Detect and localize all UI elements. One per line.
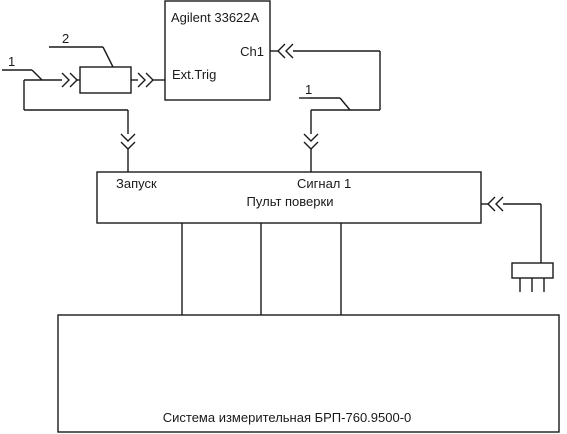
power-connector: [487, 196, 496, 212]
power-connector: [495, 196, 504, 212]
generator-output-label: Ch1: [240, 44, 264, 59]
adapter: 2: [49, 31, 165, 94]
power-plug-body: [511, 262, 554, 279]
generator: Agilent 33622A Ch1 Ext.Trig: [164, 0, 271, 101]
panel-box: [96, 171, 482, 224]
adapter-output-connector: [145, 72, 154, 88]
cable-connector: [277, 43, 286, 59]
generator-box: [164, 0, 271, 101]
cable-right-callout: 1: [305, 82, 312, 97]
power-cable: [481, 196, 554, 292]
adapter-body: [79, 66, 132, 94]
panel-title: Пульт поверки: [247, 194, 334, 209]
cable-connector: [120, 141, 136, 150]
generator-model-label: Agilent 33622A: [171, 10, 260, 25]
calibration-panel: Запуск Сигнал 1 Пульт поверки: [96, 171, 482, 224]
cable-left-callout: 1: [8, 54, 15, 69]
cable-connector: [285, 43, 294, 59]
cable-signal: 1: [270, 43, 381, 172]
adapter-leader-line: [102, 46, 114, 68]
cable-trigger: 1: [2, 54, 136, 172]
adapter-callout: 2: [62, 31, 69, 46]
system-box: [57, 314, 560, 433]
cable-leader-line: [339, 97, 351, 111]
panel-trigger-port-label: Запуск: [116, 176, 157, 191]
cable-connector: [303, 133, 319, 142]
adapter-output-connector: [137, 72, 146, 88]
cable-connector: [120, 133, 136, 142]
system-title: Система измерительная БРП-760.9500-0: [163, 410, 412, 425]
cable-connector: [303, 141, 319, 150]
generator-trigger-label: Ext.Trig: [172, 67, 216, 82]
measuring-system: Система измерительная БРП-760.9500-0: [57, 314, 560, 433]
cable-connector: [69, 72, 78, 88]
cable-leader-line: [31, 69, 43, 81]
panel-signal-port-label: Сигнал 1: [297, 176, 351, 191]
cable-connector: [61, 72, 70, 88]
panel-system-links: [181, 223, 342, 315]
